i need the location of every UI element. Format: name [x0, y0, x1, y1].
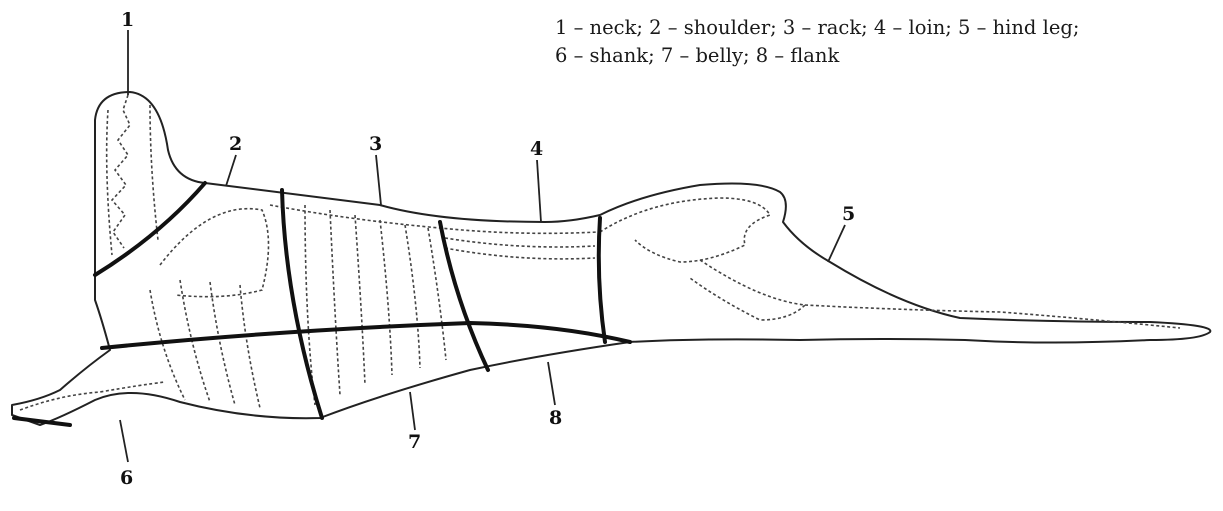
pelvis [600, 198, 770, 262]
label-loin: 4 [530, 138, 543, 160]
cut-belly-line [102, 323, 630, 348]
cut-shoulder-rack [282, 190, 322, 418]
legend-line-1: 1 – neck; 2 – shoulder; 3 – rack; 4 – lo… [555, 14, 1215, 42]
leader-belly [410, 392, 415, 430]
leader-shank [120, 420, 128, 462]
label-shank: 6 [120, 467, 133, 489]
leader-hind-leg [828, 225, 845, 262]
label-flank: 8 [549, 407, 562, 429]
label-hind-leg: 5 [842, 203, 855, 225]
legend-line-2: 6 – shank; 7 – belly; 8 – flank [555, 42, 1215, 70]
label-rack: 3 [369, 133, 382, 155]
hind-shank-bone [805, 305, 1180, 328]
rib-lines [150, 205, 446, 408]
label-belly: 7 [408, 431, 421, 453]
label-neck: 1 [121, 9, 134, 31]
femur [690, 260, 805, 320]
leader-flank [548, 362, 555, 405]
spine [270, 205, 598, 233]
neck-vertebrae-edge [107, 105, 158, 255]
neck-vertebrae [112, 95, 130, 248]
fore-shank-bone [20, 382, 165, 410]
cut-rack-loin [440, 222, 488, 370]
leader-loin [537, 160, 541, 222]
cut-neck-shoulder [95, 183, 205, 275]
carcass-outline [12, 92, 1210, 425]
cut-loin-leg [599, 218, 605, 342]
leader-shoulder [226, 155, 236, 186]
shoulder-blade [160, 209, 269, 297]
leader-rack [376, 155, 381, 205]
legend-caption: 1 – neck; 2 – shoulder; 3 – rack; 4 – lo… [555, 14, 1215, 70]
label-shoulder: 2 [229, 133, 242, 155]
loin-vertebrae [445, 238, 595, 259]
